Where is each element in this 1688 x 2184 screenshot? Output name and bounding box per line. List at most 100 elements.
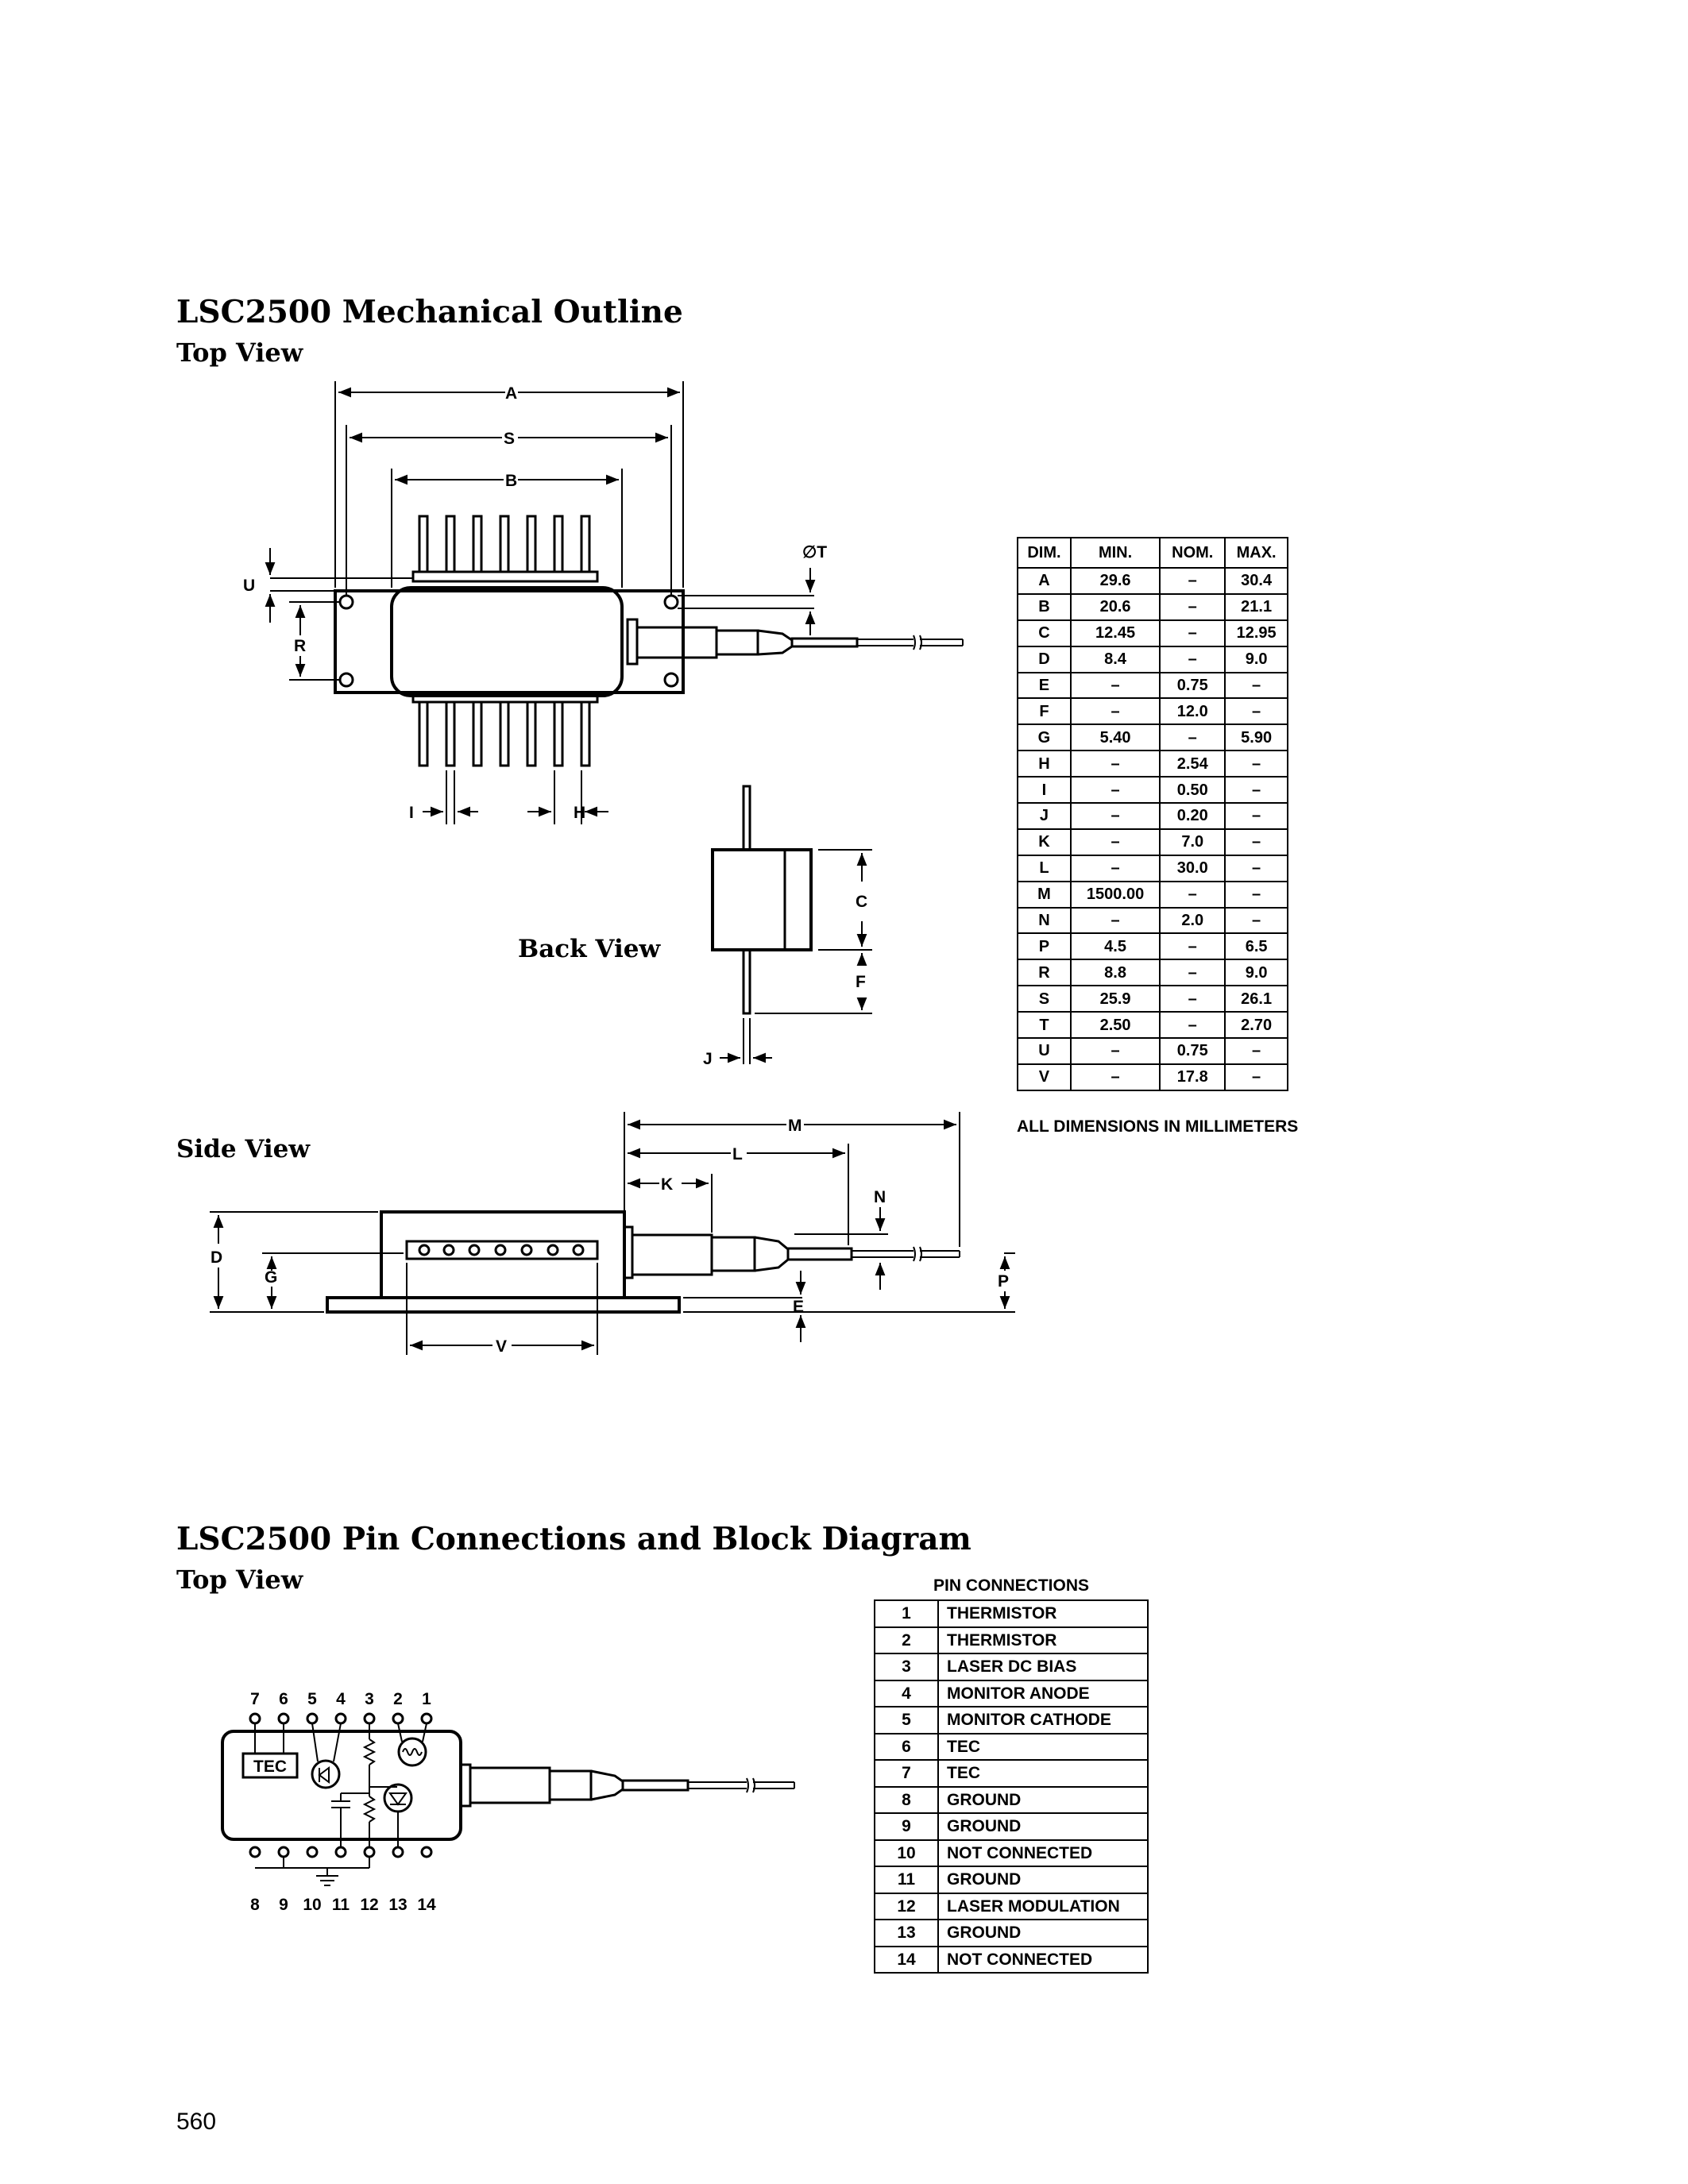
table-cell: – [1159, 880, 1226, 909]
table-row: F–12.0– [1017, 697, 1288, 726]
thermistor-icon [397, 1737, 427, 1767]
table-cell: – [1069, 776, 1161, 805]
table-cell: 17.8 [1159, 1063, 1226, 1091]
table-cell: – [1069, 906, 1161, 935]
dim-label-N: N [874, 1188, 886, 1206]
table-cell: 2.54 [1159, 750, 1226, 778]
block-diagram-bottom-pins [249, 1846, 433, 1858]
pin-function-cell: GROUND [937, 1812, 1149, 1841]
table-cell: N [1017, 906, 1072, 935]
pin-number-cell: 6 [874, 1732, 939, 1761]
pin-function-cell: GROUND [937, 1919, 1149, 1947]
table-cell: L [1017, 854, 1072, 882]
table-cell: 6.5 [1224, 932, 1288, 961]
table-cell: – [1224, 1063, 1288, 1091]
table-cell: – [1069, 750, 1161, 778]
table-cell: 0.75 [1159, 1037, 1226, 1065]
table-cell: D [1017, 645, 1072, 673]
pin-function-cell: TEC [937, 1759, 1149, 1788]
pin-number-cell: 5 [874, 1706, 939, 1734]
section-title-mechanical: LSC2500 Mechanical Outline [176, 294, 683, 330]
top-view-heading-2: Top View [176, 1565, 303, 1595]
pin-number-bottom: 14 [417, 1896, 436, 1914]
table-cell: 12.0 [1159, 697, 1226, 726]
pin-number-cell: 11 [874, 1866, 939, 1894]
table-cell: – [1159, 985, 1226, 1013]
table-cell: 1500.00 [1069, 880, 1161, 909]
dimension-table-header: DIM. MIN. NOM. MAX. [1017, 537, 1288, 569]
pin-number-cell: 2 [874, 1626, 939, 1654]
table-row: K–7.0– [1017, 828, 1288, 856]
pin-number-cell: 7 [874, 1759, 939, 1788]
page-number: 560 [176, 2109, 217, 2135]
table-cell: – [1159, 592, 1226, 621]
dim-label-V: V [496, 1337, 507, 1356]
table-cell: J [1017, 802, 1072, 830]
table-cell: – [1069, 1063, 1161, 1091]
dim-label-D: D [211, 1248, 222, 1267]
table-row: U–0.75– [1017, 1037, 1288, 1065]
table-cell: H [1017, 750, 1072, 778]
dim-label-K: K [661, 1175, 673, 1194]
pin-number-bottom: 12 [360, 1896, 378, 1914]
pin-function-cell: GROUND [937, 1785, 1149, 1814]
pin-number-bottom: 13 [388, 1896, 407, 1914]
table-cell: 4.5 [1069, 932, 1161, 961]
table-cell: 9.0 [1224, 645, 1288, 673]
table-cell: V [1017, 1063, 1072, 1091]
header-cell: NOM. [1159, 537, 1226, 569]
pin-function-cell: GROUND [937, 1866, 1149, 1894]
table-cell: 2.70 [1224, 1011, 1288, 1040]
table-cell: 8.8 [1069, 959, 1161, 987]
section-title-pin-connections: LSC2500 Pin Connections and Block Diagra… [176, 1521, 971, 1557]
pin-function-cell: MONITOR CATHODE [937, 1706, 1149, 1734]
table-cell: 2.50 [1069, 1011, 1161, 1040]
table-cell: 29.6 [1069, 567, 1161, 595]
table-cell: P [1017, 932, 1072, 961]
table-row: I–0.50– [1017, 776, 1288, 805]
table-cell: 5.90 [1224, 723, 1288, 752]
table-cell: – [1069, 802, 1161, 830]
table-row: L–30.0– [1017, 854, 1288, 882]
table-cell: – [1069, 1037, 1161, 1065]
dim-label-S: S [504, 430, 515, 448]
table-cell: A [1017, 567, 1072, 595]
pin-connections-title: PIN CONNECTIONS [933, 1576, 1089, 1595]
table-cell: 8.4 [1069, 645, 1161, 673]
table-cell: 9.0 [1224, 959, 1288, 987]
pin-function-cell: LASER MODULATION [937, 1892, 1149, 1920]
pin-number-bottom: 10 [303, 1896, 321, 1914]
pin-function-cell: THERMISTOR [937, 1626, 1149, 1654]
table-cell: – [1224, 671, 1288, 700]
block-diagram-top-pins [249, 1712, 433, 1725]
table-cell: C [1017, 619, 1072, 647]
dim-label-C: C [856, 893, 867, 911]
table-cell: 26.1 [1224, 985, 1288, 1013]
tec-label: TEC [253, 1758, 287, 1776]
pin-function-cell: THERMISTOR [937, 1599, 1149, 1628]
dim-label-T: ∅T [802, 543, 827, 561]
dim-label-G: G [265, 1268, 277, 1287]
pin-number-cell: 4 [874, 1679, 939, 1707]
table-cell: – [1224, 750, 1288, 778]
dim-label-U: U [243, 577, 255, 595]
dim-label-I: I [409, 804, 414, 822]
table-cell: 12.95 [1224, 619, 1288, 647]
photodiode-icon [311, 1759, 341, 1789]
table-row: E–0.75– [1017, 671, 1288, 700]
table-cell: – [1224, 697, 1288, 726]
pin-function-cell: NOT CONNECTED [937, 1945, 1149, 1974]
table-cell: – [1069, 828, 1161, 856]
